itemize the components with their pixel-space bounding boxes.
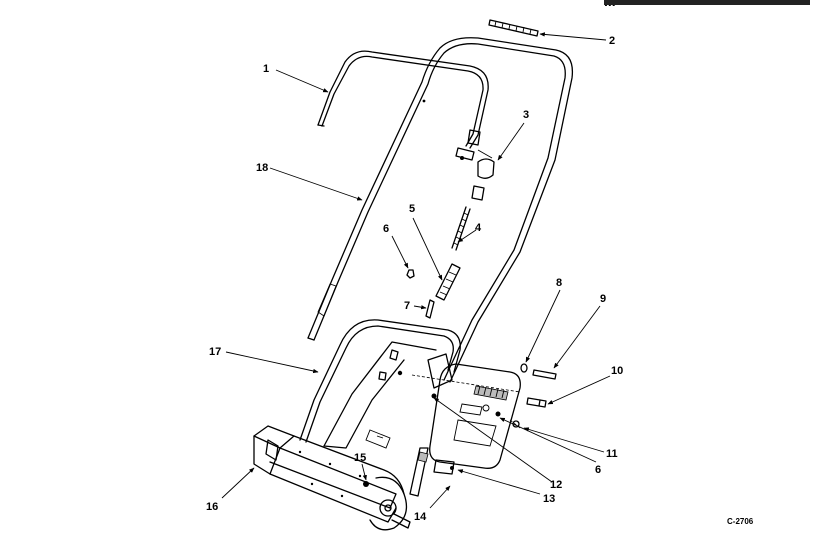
part-14-rod bbox=[409, 447, 429, 497]
part-8-washer bbox=[520, 363, 528, 373]
part-7-pin bbox=[425, 299, 435, 319]
cropped-header-bar bbox=[604, 0, 810, 5]
part-10-bolt bbox=[526, 397, 547, 408]
callout-labels: 1 2 3 4 5 6 7 8 9 10 11 12 6 13 14 15 16… bbox=[206, 35, 623, 523]
side-plate bbox=[427, 353, 521, 475]
callout-11: 11 bbox=[606, 448, 618, 460]
part-6-bolt-upper bbox=[406, 269, 415, 279]
callout-5: 5 bbox=[409, 203, 415, 215]
part-4-spring bbox=[451, 206, 471, 251]
callout-1: 1 bbox=[263, 63, 269, 75]
callout-13: 13 bbox=[543, 493, 555, 505]
part-2-grip bbox=[488, 19, 539, 37]
callout-16: 16 bbox=[206, 501, 218, 513]
callout-17: 17 bbox=[209, 346, 221, 358]
callout-12: 12 bbox=[550, 479, 562, 491]
callout-6-lower: 6 bbox=[595, 464, 601, 476]
callout-18: 18 bbox=[256, 162, 268, 174]
callout-3: 3 bbox=[523, 109, 529, 121]
figure-code: C-2706 bbox=[727, 517, 754, 526]
part-15-bolt bbox=[363, 481, 369, 487]
callout-9: 9 bbox=[600, 293, 606, 305]
callout-8: 8 bbox=[556, 277, 562, 289]
callout-2: 2 bbox=[609, 35, 615, 47]
callout-10: 10 bbox=[611, 365, 623, 377]
callout-7: 7 bbox=[404, 300, 410, 312]
part-5-toothed-rod bbox=[435, 263, 461, 301]
part-16-roller bbox=[253, 425, 411, 531]
part-17-frame bbox=[299, 319, 521, 449]
callout-4: 4 bbox=[475, 222, 482, 234]
leader-lines bbox=[221, 32, 611, 509]
part-1-bail-handle bbox=[317, 50, 489, 161]
part-3-latch bbox=[471, 149, 495, 201]
callout-15: 15 bbox=[354, 452, 366, 464]
callout-6: 6 bbox=[383, 223, 389, 235]
part-9-pin bbox=[532, 369, 557, 380]
part-18-handle-bar bbox=[307, 37, 574, 383]
callout-14: 14 bbox=[414, 511, 427, 523]
